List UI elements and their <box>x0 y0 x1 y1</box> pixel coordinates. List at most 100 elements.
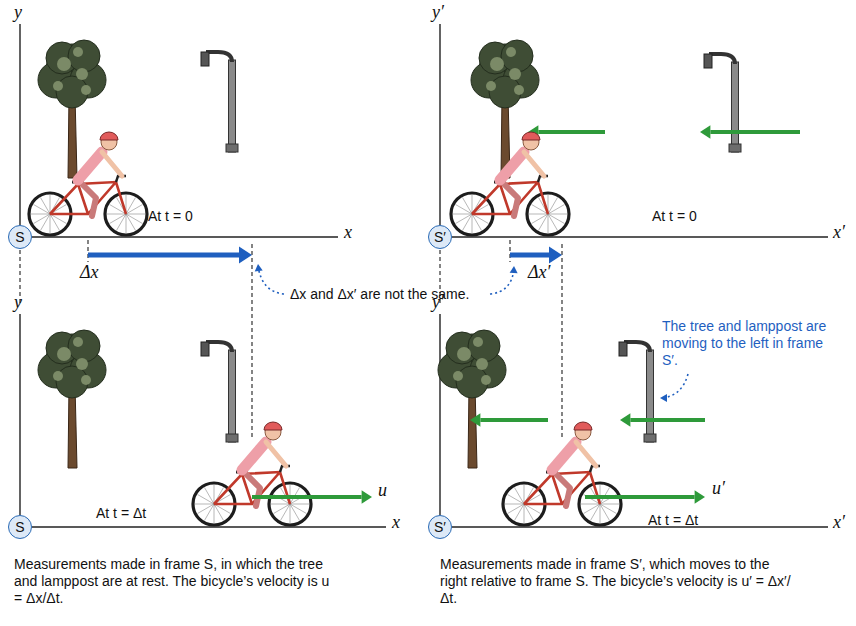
lamp <box>704 54 712 68</box>
rider-helmet <box>574 422 592 430</box>
leader-head <box>660 394 667 402</box>
y-axis <box>439 24 440 225</box>
axis-label: y <box>14 2 22 22</box>
axis-label: x <box>344 222 352 242</box>
velocity-arrow-head <box>362 490 372 504</box>
tree-highlight <box>486 81 496 91</box>
frame-s-panel <box>20 24 386 527</box>
tree-motion-arrow-head <box>470 413 480 427</box>
frame-label-circle: S <box>8 225 32 249</box>
leader-line <box>662 374 688 398</box>
tree-highlight <box>453 371 463 381</box>
y-axis <box>19 24 20 225</box>
tree-motion-arrow-shaft <box>480 418 548 422</box>
dashed-guide <box>509 240 510 262</box>
leader-head <box>510 266 518 273</box>
tree-highlight <box>506 47 516 57</box>
caption-text: Measurements made in frame S, in which t… <box>14 556 334 607</box>
tree-highlight <box>514 85 524 95</box>
tree-highlight <box>73 47 83 57</box>
axis-label: y <box>14 292 22 312</box>
x-axis <box>452 236 828 237</box>
tree-foliage <box>68 40 100 72</box>
frame-label-circle: S′ <box>428 225 452 249</box>
tree-highlight <box>481 375 491 385</box>
tree-highlight <box>81 85 91 95</box>
note-text: At t = Δt <box>96 505 146 522</box>
rider-leg <box>242 470 260 506</box>
tree-highlight <box>76 68 88 80</box>
note-text: At t = 0 <box>148 208 193 225</box>
lamppost <box>201 52 238 152</box>
quantity-label: Δx′ <box>528 262 551 282</box>
lamppost-motion-arrow-shaft <box>630 418 705 422</box>
tree-highlight <box>76 358 88 370</box>
lamppost-base <box>644 434 656 442</box>
lamppost <box>201 342 238 442</box>
cyclist <box>451 132 569 235</box>
rider-helmet <box>100 132 118 140</box>
velocity-arrow-head <box>695 490 705 504</box>
tree-foliage <box>68 330 100 362</box>
note-leaders <box>255 264 688 402</box>
tree-highlight <box>53 371 63 381</box>
tree-highlight <box>73 337 83 347</box>
lamppost-pole <box>647 350 654 442</box>
rider-arm <box>266 442 286 466</box>
rider-torso <box>242 442 266 470</box>
note-text: At t = 0 <box>652 208 697 225</box>
axis-label: y′ <box>432 2 444 22</box>
frame-name: S <box>15 520 24 534</box>
tree-foliage <box>501 40 533 72</box>
frame-name: S <box>15 230 24 244</box>
lamppost-base <box>226 434 238 442</box>
cyclist <box>193 422 311 525</box>
lamp <box>201 52 209 66</box>
lamppost-pole <box>732 62 739 152</box>
rider-torso <box>500 152 524 180</box>
delta-x-prime-arrow-head <box>549 247 562 264</box>
frame-name: S′ <box>434 230 446 244</box>
dashed-guide <box>561 244 562 440</box>
x-axis <box>32 236 338 237</box>
lamppost-arm <box>206 52 232 62</box>
lamppost-pole <box>229 60 236 152</box>
tree-highlight <box>57 347 71 361</box>
tree-foliage <box>468 330 500 362</box>
cyclist <box>503 422 621 525</box>
tree-highlight <box>490 57 504 71</box>
delta-x-arrow-head <box>239 247 252 264</box>
rider-leg <box>552 470 570 506</box>
tree-highlight <box>473 337 483 347</box>
rider-arm <box>524 152 544 176</box>
tree <box>38 330 106 468</box>
y-axis <box>439 314 440 515</box>
frame-s-prime-panel <box>438 24 828 527</box>
rider-torso <box>78 152 102 180</box>
lamppost-base <box>729 144 741 152</box>
lamppost-arm <box>709 54 735 64</box>
rider-torso <box>552 442 576 470</box>
rider-arm <box>102 152 122 176</box>
velocity-arrow-shaft <box>252 495 362 499</box>
axis-label: x <box>392 512 400 532</box>
rider-helmet <box>522 132 540 140</box>
lamp <box>619 342 627 356</box>
x-axis <box>452 526 828 527</box>
lamppost-base <box>226 144 238 152</box>
rider-leg <box>500 180 518 216</box>
tree-highlight <box>57 57 71 71</box>
cyclist <box>29 132 147 235</box>
lamppost-motion-arrow-shaft <box>710 130 800 134</box>
lamppost-arm <box>206 342 232 352</box>
rider-leg <box>78 180 96 216</box>
lamp <box>201 342 209 356</box>
lamppost <box>619 342 656 442</box>
tree-highlight <box>509 68 521 80</box>
axis-label: y′ <box>432 292 444 312</box>
x-axis <box>32 526 386 527</box>
lamppost-motion-arrow-head <box>700 125 710 139</box>
